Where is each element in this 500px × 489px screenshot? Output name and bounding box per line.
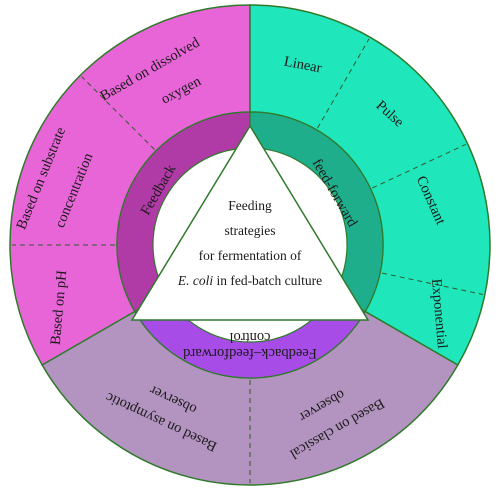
divider-line-2	[317, 38, 370, 129]
item-exponential: Exponential	[428, 278, 450, 349]
center-line-4: E. coli in fed-batch culture	[177, 273, 322, 288]
divider-line-4	[381, 272, 483, 295]
category-hybrid-line-2: control	[229, 329, 270, 345]
divider-line-1	[81, 76, 155, 150]
center-line-3: for fermentation of	[199, 248, 302, 263]
divider-line-3	[372, 143, 466, 189]
culture-text: in fed-batch culture	[213, 273, 322, 288]
dashed-dividers	[12, 38, 483, 483]
center-line-2: strategies	[225, 223, 276, 238]
middle-sector-hybrid	[133, 292, 367, 379]
item-based-on-ph: Based on pH	[48, 269, 71, 346]
category-hybrid-line-1: Feedback–feedforward	[182, 345, 316, 361]
center-line-1: Feeding	[228, 198, 272, 213]
item-linear: Linear	[283, 54, 323, 77]
center-triangle	[130, 124, 370, 321]
center-text: Feeding strategies for fermentation of E…	[177, 198, 322, 288]
organism-name: E. coli	[177, 273, 213, 288]
